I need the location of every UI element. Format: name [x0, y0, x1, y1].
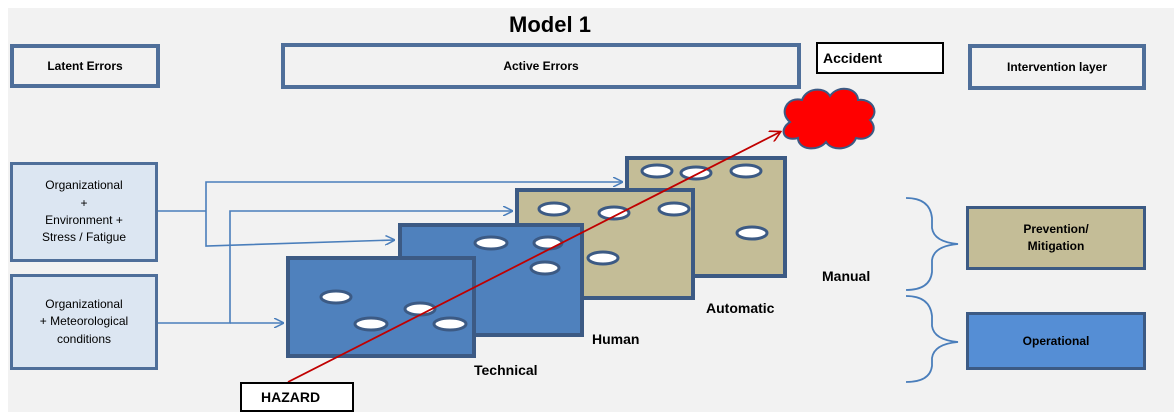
layer-label-manual: Manual: [822, 268, 871, 284]
active-errors-header: Active Errors: [281, 43, 801, 89]
hazard-trajectory-arrow: [287, 132, 780, 383]
layer-label-technical: Technical: [474, 362, 538, 378]
prevention-mitigation-box: Prevention/ Mitigation: [966, 206, 1146, 270]
operational-box: Operational: [966, 312, 1146, 370]
source-organizational-environment: Organizational + Environment + Stress / …: [10, 162, 158, 262]
source1-line3: Environment +: [45, 213, 123, 227]
diagram-title: Model 1: [509, 12, 591, 37]
layer-label-automatic: Automatic: [706, 300, 775, 316]
layer-label-human: Human: [592, 331, 640, 347]
layer-technical-plate: [286, 256, 476, 358]
accident-cloud-icon: [782, 87, 876, 150]
intervention-layer-header: Intervention layer: [968, 44, 1146, 90]
latent-errors-header: Latent Errors: [10, 44, 160, 88]
source2-line2: + Meteorological: [39, 314, 129, 329]
source1-line2: +: [80, 195, 88, 210]
source-organizational-meteorological: Organizational + Meteorological conditio…: [10, 274, 158, 370]
source2-line3: conditions: [56, 331, 112, 346]
operational-brace-icon: [905, 295, 959, 383]
prevention-line1: Prevention/: [1023, 222, 1089, 237]
accident-label: Accident: [816, 42, 944, 74]
latent-arrows: [158, 182, 622, 323]
plate-holes: [319, 163, 769, 332]
source2-line1: Organizational: [45, 296, 123, 311]
prevention-brace-icon: [905, 197, 959, 291]
prevention-line2: Mitigation: [1027, 239, 1085, 253]
hazard-label: HAZARD: [240, 382, 354, 412]
source1-line1: Organizational: [45, 178, 123, 193]
source1-line4: Stress / Fatigue: [41, 230, 127, 245]
